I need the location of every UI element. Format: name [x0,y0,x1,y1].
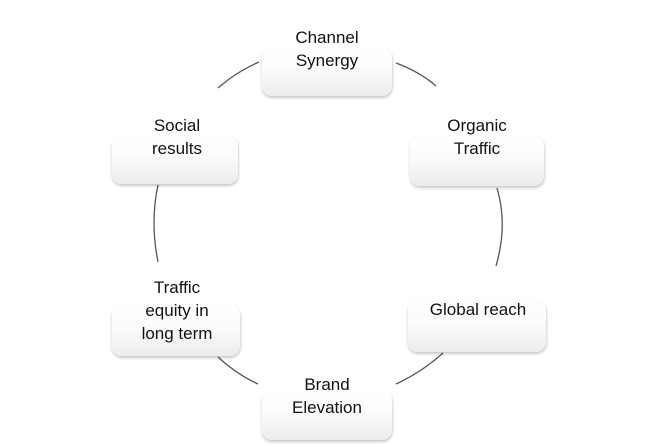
node-box [408,300,546,352]
connector-brand-to-equity [217,356,259,385]
connector-channel-to-organic [395,62,437,87]
node-label-global-reach: Global reach [429,300,527,319]
node-label-organic-traffic: Organic Traffic [447,116,507,158]
connector-equity-to-social [153,184,159,263]
node-label-traffic-equity: Traffic equity in long term [141,278,213,343]
node-box [112,136,238,184]
node-label-social-results: Social results [151,116,203,158]
node-box [262,48,392,96]
node-box [410,136,544,186]
connector-social-to-channel [217,61,260,89]
connector-organic-to-global [495,187,503,267]
node-label-brand-elevation: Brand Elevation [292,375,362,417]
node-label-channel-synergy: Channel Synergy [295,28,359,70]
connector-global-to-brand [395,352,444,385]
node-box [112,305,240,356]
node-box [262,390,392,440]
